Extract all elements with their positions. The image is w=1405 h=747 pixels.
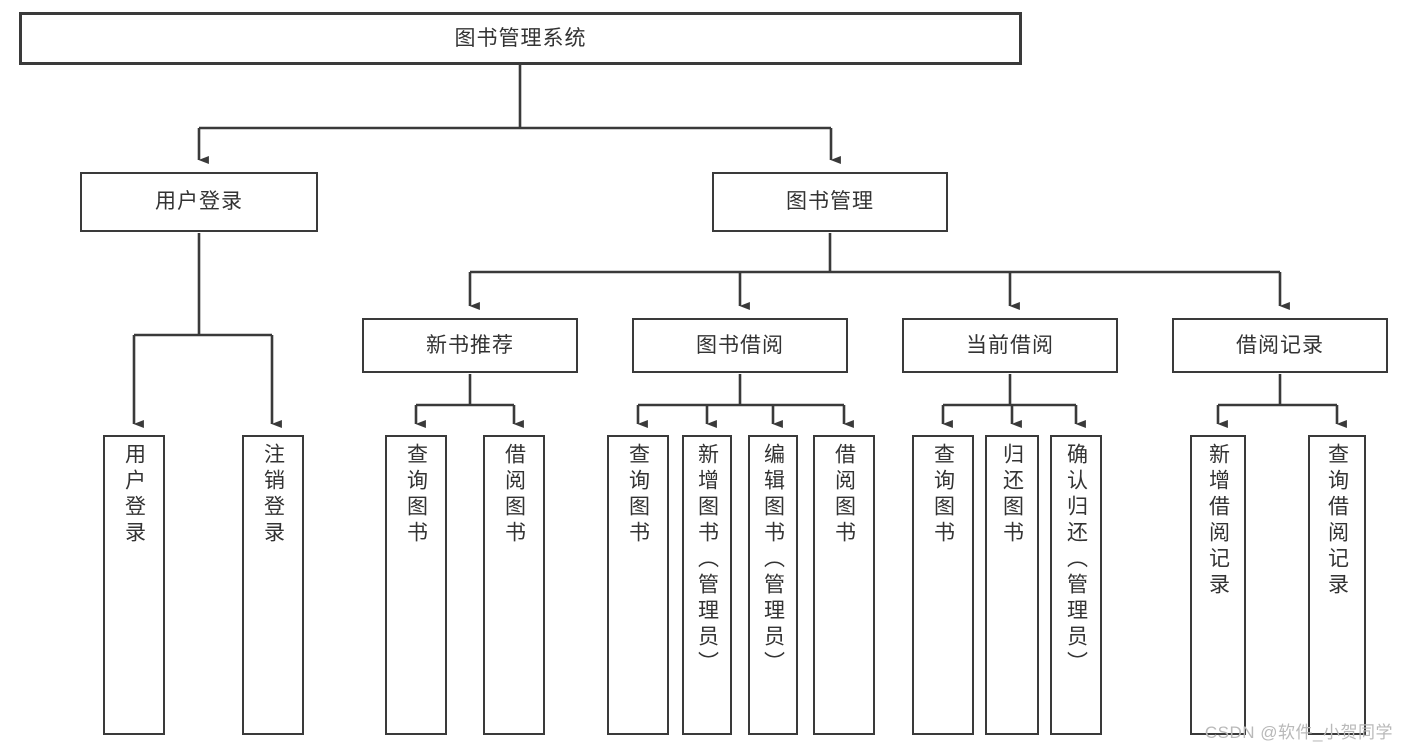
node-label: 新书推荐 [426,333,514,357]
node-user-login[interactable]: 用户登录 [80,172,318,232]
node-leaf-user-login[interactable]: 用户登录 [103,435,165,735]
node-root[interactable]: 图书管理系统 [19,12,1022,65]
node-label: 借阅图书 [502,443,526,547]
node-label: 编辑图书（管理员） [761,443,785,677]
node-label: 当前借阅 [966,333,1054,357]
node-label: 查询图书 [404,443,428,547]
node-borrow-record[interactable]: 借阅记录 [1172,318,1388,373]
node-leaf-return-book[interactable]: 归还图书 [985,435,1039,735]
node-leaf-query-book-2[interactable]: 查询图书 [607,435,669,735]
node-label: 图书借阅 [696,333,784,357]
node-book-borrow[interactable]: 图书借阅 [632,318,848,373]
node-leaf-query-book-3[interactable]: 查询图书 [912,435,974,735]
node-leaf-query-borrow-rec[interactable]: 查询借阅记录 [1308,435,1366,735]
node-leaf-query-book-1[interactable]: 查询图书 [385,435,447,735]
node-label: 归还图书 [1000,443,1024,547]
node-label: 查询图书 [931,443,955,547]
node-leaf-add-book-admin[interactable]: 新增图书（管理员） [682,435,732,735]
node-label: 查询借阅记录 [1325,443,1349,599]
node-label: 新增借阅记录 [1206,443,1230,599]
node-leaf-user-logout[interactable]: 注销登录 [242,435,304,735]
node-leaf-add-borrow-rec[interactable]: 新增借阅记录 [1190,435,1246,735]
node-current-borrow[interactable]: 当前借阅 [902,318,1118,373]
node-label: 借阅记录 [1236,333,1324,357]
node-label: 新增图书（管理员） [695,443,719,677]
node-label: 注销登录 [261,443,285,547]
node-book-manage[interactable]: 图书管理 [712,172,948,232]
node-leaf-edit-book-admin[interactable]: 编辑图书（管理员） [748,435,798,735]
node-label: 确认归还（管理员） [1064,443,1088,677]
node-label: 查询图书 [626,443,650,547]
node-label: 用户登录 [122,443,146,547]
node-new-book-rec[interactable]: 新书推荐 [362,318,578,373]
node-leaf-confirm-return[interactable]: 确认归还（管理员） [1050,435,1102,735]
node-label: 用户登录 [155,190,243,214]
node-leaf-borrow-book-2[interactable]: 借阅图书 [813,435,875,735]
node-label: 图书管理 [786,190,874,214]
node-label: 图书管理系统 [454,26,587,50]
node-leaf-borrow-book-1[interactable]: 借阅图书 [483,435,545,735]
node-label: 借阅图书 [832,443,856,547]
watermark: CSDN @软件_小贺同学 [1204,723,1393,742]
